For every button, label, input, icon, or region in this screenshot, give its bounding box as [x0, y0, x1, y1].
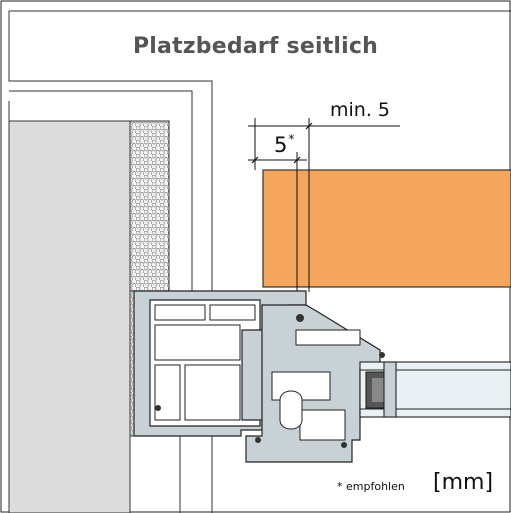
reveal-board: [262, 169, 511, 288]
recommended-mark: *: [288, 132, 295, 146]
footnote-text: * empfohlen: [337, 480, 405, 493]
masonry-wall: [8, 120, 131, 513]
plaster-line: [8, 90, 193, 513]
window-sash-profile: [245, 304, 381, 463]
recommended-value: 5: [274, 133, 288, 157]
unit-label: [mm]: [433, 470, 494, 495]
diagram-title: Platzbedarf seitlich: [132, 34, 379, 59]
min-dimension-label: min. 5: [330, 99, 390, 121]
glazing-unit: [359, 361, 511, 418]
dimension-lines: [248, 118, 400, 292]
recommended-dimension-label: 5*: [274, 132, 294, 157]
insulation-strip: [129, 120, 170, 292]
